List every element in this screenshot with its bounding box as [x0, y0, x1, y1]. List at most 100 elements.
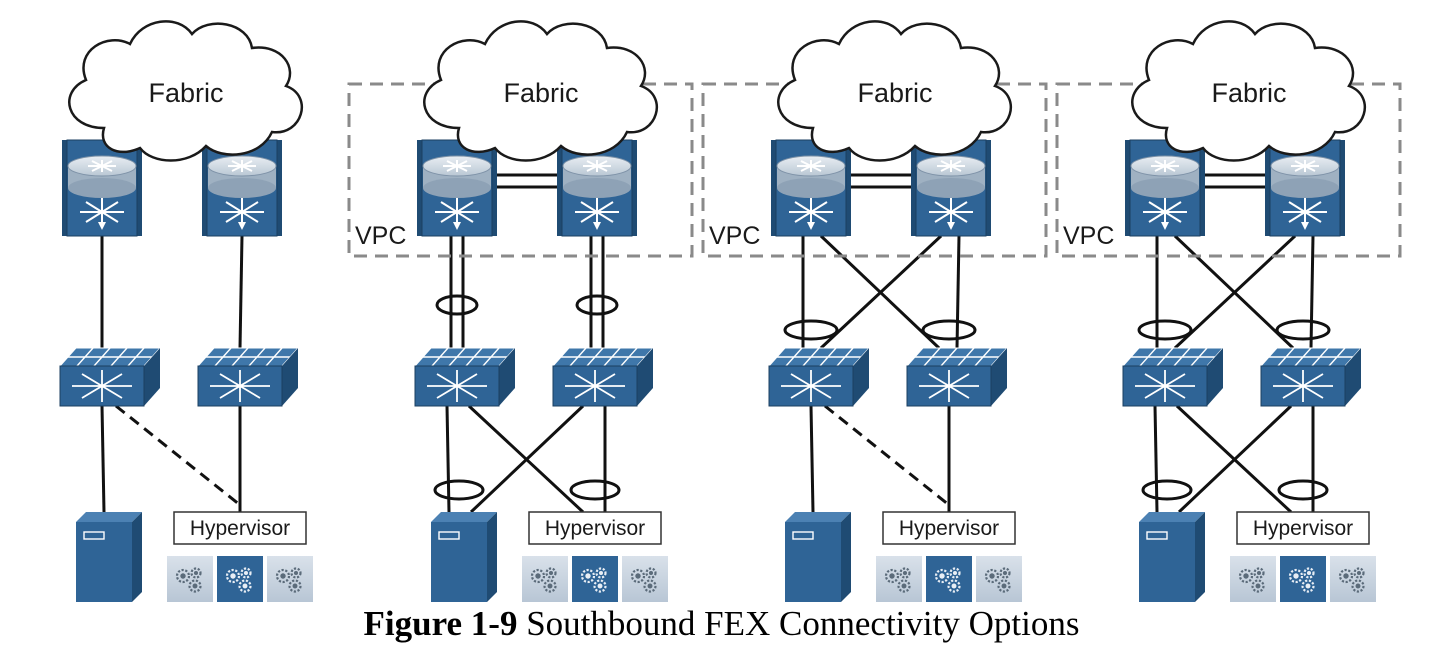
gear-hub	[889, 573, 895, 579]
gear-hub	[648, 570, 654, 576]
router-arrows	[443, 160, 471, 172]
chassis-side	[277, 140, 282, 236]
standby-link	[115, 404, 241, 507]
gear-teeth	[190, 567, 202, 579]
server-top	[1139, 512, 1205, 522]
gear-hub	[1356, 570, 1362, 576]
gear-hub	[1255, 583, 1261, 589]
gear-teeth	[947, 579, 961, 593]
gear-teeth	[949, 567, 961, 579]
gear-hub	[647, 583, 653, 589]
gear-hub	[280, 573, 286, 579]
vm-active	[217, 556, 263, 602]
server-drive	[83, 531, 105, 540]
gear-teeth	[188, 579, 202, 593]
figure-caption: Figure 1-9 Southbound FEX Connectivity O…	[0, 604, 1443, 644]
fabric-label: Fabric	[503, 78, 578, 108]
down-arrow	[238, 222, 246, 230]
gear-teeth	[593, 579, 607, 593]
fex-arrows	[1135, 370, 1195, 402]
cloud-icon: Fabric	[68, 20, 303, 162]
gear-teeth	[530, 568, 546, 584]
fex-arrows	[427, 370, 487, 402]
vm-tile	[876, 556, 922, 602]
gear-hub	[180, 573, 186, 579]
gear-hub	[535, 573, 541, 579]
gear-hub	[598, 570, 604, 576]
fex-arrows	[919, 370, 979, 402]
vm-tile	[267, 556, 313, 602]
vm-active	[572, 556, 618, 602]
port-channel-ring	[921, 319, 977, 341]
link-line	[238, 235, 244, 349]
port-channel-ring	[1275, 319, 1331, 341]
router-arrows	[88, 160, 116, 172]
fex-switch-icon	[1259, 347, 1363, 407]
gear-hub	[952, 570, 958, 576]
router-base	[777, 178, 845, 198]
down-arrow	[947, 222, 955, 230]
gear-teeth	[1353, 567, 1365, 579]
fabric-label: Fabric	[148, 78, 223, 108]
chassis-arrows	[1143, 198, 1187, 226]
server-icon	[431, 512, 497, 602]
router-base	[917, 178, 985, 198]
vm-gear-icon	[1338, 567, 1365, 593]
link-line	[100, 405, 106, 513]
down-arrow	[1301, 222, 1309, 230]
gear-hub	[1001, 583, 1007, 589]
vm-tile	[622, 556, 668, 602]
fex-side	[991, 348, 1007, 406]
vm-gear-icon	[175, 567, 202, 593]
port-channel-ring	[435, 294, 479, 316]
gear-teeth	[934, 568, 950, 584]
port-channel-ring	[575, 294, 619, 316]
fex-switch-icon	[767, 347, 871, 407]
port-channel-ring	[1141, 479, 1193, 501]
server-top	[76, 512, 142, 522]
router-arrows	[937, 160, 965, 172]
gear-teeth	[1253, 567, 1265, 579]
vm-active	[926, 556, 972, 602]
vm-tile	[1330, 556, 1376, 602]
server-drive	[1146, 531, 1168, 540]
router-arrows	[583, 160, 611, 172]
link-line	[1177, 404, 1293, 514]
gear-teeth	[984, 568, 1000, 584]
gear-teeth	[1251, 579, 1265, 593]
vm-gear-icon	[530, 567, 557, 593]
vm-tile	[1230, 556, 1276, 602]
gear-teeth	[545, 567, 557, 579]
gear-teeth	[1338, 568, 1354, 584]
fex-side	[637, 348, 653, 406]
port-channel-ring	[1277, 479, 1329, 501]
fex-switch-icon	[1121, 347, 1225, 407]
router-base	[68, 178, 136, 198]
chassis-side	[202, 140, 207, 236]
gear-hub	[1305, 583, 1311, 589]
gear-teeth	[543, 579, 557, 593]
gear-teeth	[630, 568, 646, 584]
hypervisor-box	[528, 511, 662, 545]
chassis-arrows	[929, 198, 973, 226]
gear-hub	[1256, 570, 1262, 576]
gear-hub	[597, 583, 603, 589]
vm-tile	[522, 556, 568, 602]
chassis-side	[1200, 140, 1205, 236]
gear-hub	[585, 573, 591, 579]
gear-teeth	[288, 579, 302, 593]
gear-teeth	[580, 568, 596, 584]
gear-hub	[192, 583, 198, 589]
gear-teeth	[1351, 579, 1365, 593]
server-icon	[785, 512, 851, 602]
gear-hub	[1002, 570, 1008, 576]
router-arrows	[797, 160, 825, 172]
router-arrows	[1291, 160, 1319, 172]
chassis-side	[1265, 140, 1270, 236]
chassis-arrows	[220, 198, 264, 226]
hypervisor: Hypervisor	[522, 511, 668, 602]
gear-hub	[951, 583, 957, 589]
figure-number: Figure 1-9	[363, 604, 518, 643]
